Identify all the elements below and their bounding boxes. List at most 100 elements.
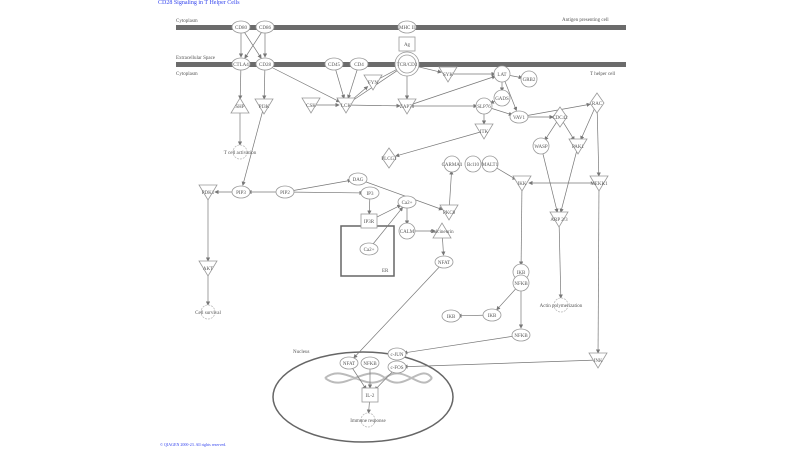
node-ikb[interactable]: IKB: [482, 308, 502, 322]
node-ip3r[interactable]: IP3R: [360, 213, 378, 229]
node-nnfat[interactable]: NFAT: [339, 356, 359, 370]
node-wasp[interactable]: WASP: [532, 137, 550, 155]
node-cd4[interactable]: CD4: [349, 57, 369, 71]
node-vav1[interactable]: VAV1: [509, 110, 529, 124]
node-slp76[interactable]: SLP76: [475, 97, 493, 115]
node-rac[interactable]: RAC: [589, 92, 605, 114]
node-lat[interactable]: LAT: [493, 65, 511, 83]
node-grb2[interactable]: GRB2: [520, 70, 538, 88]
node-label: CSK: [306, 104, 316, 109]
dna-icon: [324, 372, 433, 384]
node-ctla4[interactable]: CTLA4: [231, 57, 251, 71]
node-ca[interactable]: Ca2+: [397, 195, 417, 209]
node-akt[interactable]: AKT: [198, 260, 218, 277]
node-label: NFAT: [438, 261, 450, 266]
node-gads[interactable]: GADS: [493, 89, 511, 107]
node-label: CDC42: [552, 116, 568, 121]
label-apc: Antigen presenting cell: [562, 18, 609, 23]
node-itk[interactable]: ITK: [474, 123, 494, 140]
node-label: WASP: [534, 145, 548, 150]
node-mhc[interactable]: MHC II: [397, 20, 417, 34]
node-cd80[interactable]: CD80: [231, 20, 251, 34]
node-cd28[interactable]: CD28: [255, 57, 275, 71]
node-label: MHC II: [399, 26, 415, 31]
node-label: RAC: [592, 102, 603, 107]
node-malt1[interactable]: MALT1: [481, 155, 499, 173]
node-pip3[interactable]: PIP3: [231, 185, 251, 199]
node-nnfkb[interactable]: NFKB: [360, 356, 380, 370]
node-dag[interactable]: DAG: [348, 172, 368, 186]
edge-ikk-ikbnfkb1: [519, 182, 524, 266]
node-ag[interactable]: Ag: [398, 36, 416, 52]
label-cytoplasm: Cytoplasm: [176, 72, 198, 77]
edge-mekk1-jnk: [595, 182, 601, 354]
node-immune[interactable]: Immune response: [350, 412, 386, 428]
node-jnk[interactable]: JNK: [588, 352, 608, 369]
node-syk[interactable]: SYK: [438, 66, 458, 83]
node-shp[interactable]: SHP: [230, 97, 250, 114]
node-label: PDK1: [202, 191, 215, 196]
node-caer[interactable]: Ca2+: [359, 242, 379, 256]
node-arp[interactable]: ARP 2/3: [549, 211, 569, 228]
node-il2[interactable]: IL-2: [361, 387, 379, 403]
node-cjun[interactable]: c-JUN: [387, 347, 407, 361]
node-cfos[interactable]: c-FOS: [387, 360, 407, 374]
node-label: CARMA1: [442, 163, 463, 168]
node-label: IP3: [367, 192, 374, 197]
node-csk[interactable]: CSK: [301, 97, 321, 114]
node-tact[interactable]: T cell activation: [224, 144, 257, 160]
node-actin[interactable]: Actin polymerization: [540, 297, 583, 313]
node-label: IKK: [518, 182, 527, 187]
label-cytoplasm-top: Cytoplasm: [176, 19, 198, 24]
node-cd86[interactable]: CD86: [255, 20, 275, 34]
node-ikbnfkb2[interactable]: NFKB: [512, 274, 530, 292]
node-ip3[interactable]: IP3: [360, 186, 380, 200]
node-label: c-FOS: [390, 366, 403, 371]
node-lck[interactable]: LCK: [336, 97, 356, 114]
node-nfat[interactable]: NFAT: [434, 255, 454, 269]
node-mekk1[interactable]: MEKK1: [589, 175, 609, 192]
node-label: SHP: [235, 105, 244, 110]
node-calcineurin[interactable]: Calcineurin: [430, 222, 454, 239]
node-fyn[interactable]: FYN: [363, 74, 383, 91]
edge-itk-plcg1: [395, 130, 485, 158]
node-label: NFKB: [514, 334, 528, 339]
edge-wasp-arp: [540, 145, 559, 213]
node-plcg1[interactable]: PLCG1: [381, 147, 397, 169]
node-surv[interactable]: Cell survival: [195, 304, 221, 320]
edge-nfat-nnfat: [353, 261, 445, 359]
node-label: SLP76: [477, 105, 491, 110]
node-pkc[interactable]: PKCθ: [439, 204, 459, 221]
node-ikbdeg[interactable]: IKB: [441, 309, 461, 323]
pathway-title[interactable]: CD28 Signaling in T Helper Cells: [158, 0, 240, 6]
label-extracellular: Extracellular Space: [176, 56, 216, 61]
node-label: Cell survival: [195, 311, 221, 316]
node-bcl10[interactable]: Bcl10: [464, 155, 482, 173]
node-label: T cell activation: [224, 151, 257, 156]
node-label: AKT: [203, 267, 213, 272]
node-label: PKCθ: [443, 211, 456, 216]
node-cdc42[interactable]: CDC42: [552, 106, 568, 128]
node-label: IP3R: [364, 220, 375, 225]
node-label: LAT: [497, 73, 506, 78]
node-cd45[interactable]: CD45: [324, 57, 344, 71]
edge-caer-ca: [368, 206, 404, 250]
edge-jnk-cfos: [403, 359, 599, 369]
node-label: CD45: [328, 63, 340, 68]
node-zap70[interactable]: ZAP70: [397, 98, 417, 115]
node-pi3k[interactable]: PI3K: [254, 98, 274, 115]
node-nfkb[interactable]: NFKB: [511, 328, 531, 342]
node-ikk[interactable]: IKK: [512, 175, 532, 192]
node-tcr[interactable]: TCR/CD3: [394, 51, 420, 77]
node-label: ITK: [480, 130, 489, 135]
edge-pi3k-pip3: [241, 105, 265, 186]
node-carma1[interactable]: CARMA1: [442, 155, 463, 173]
node-pak1[interactable]: PAK1: [568, 138, 588, 155]
node-label: MALT1: [482, 163, 499, 168]
node-label: ARP 2/3: [550, 218, 568, 223]
node-pdk1[interactable]: PDK1: [198, 184, 218, 201]
node-pip2[interactable]: PIP2: [275, 185, 295, 199]
node-calm[interactable]: CALM: [398, 222, 416, 240]
node-label: NFKB: [363, 362, 377, 367]
